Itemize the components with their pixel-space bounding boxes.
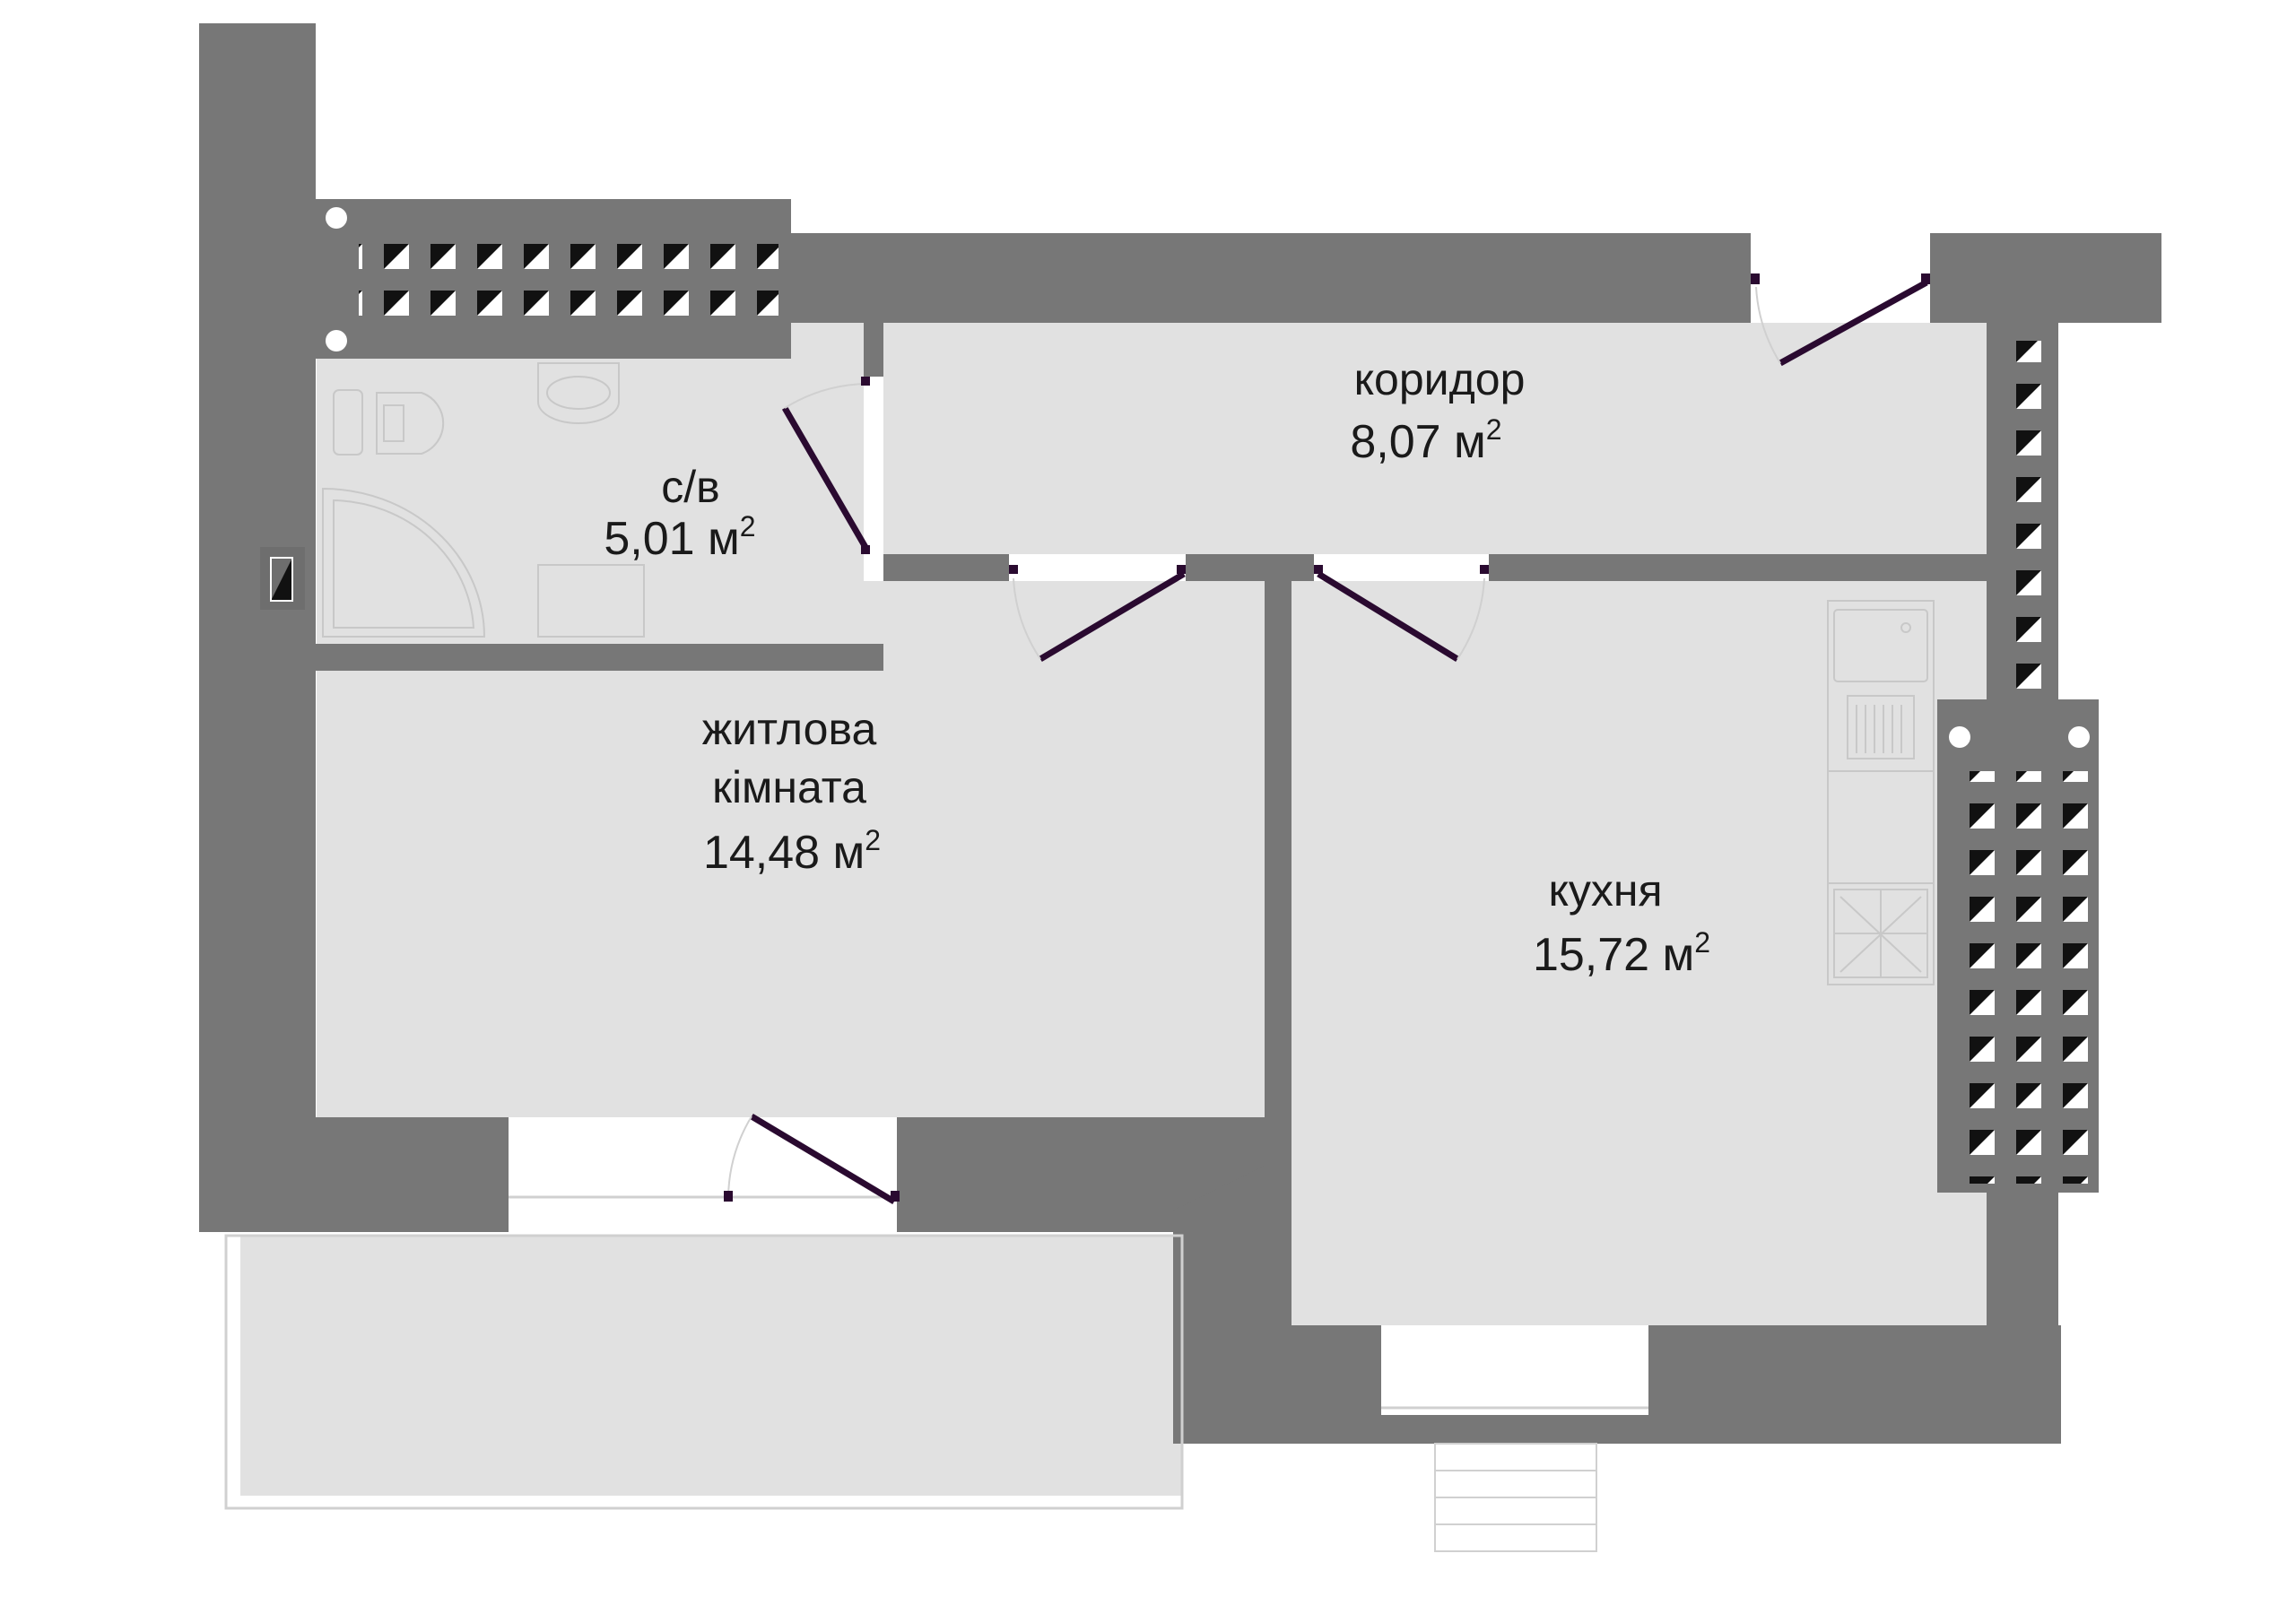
- hinge: [1751, 273, 1760, 284]
- corridor-area: 8,07 м2: [1350, 413, 1501, 468]
- kitchen-door-swing: [1457, 577, 1485, 660]
- sink: [537, 362, 620, 424]
- hinge: [891, 1191, 900, 1202]
- vent-small-left-mark: [271, 558, 292, 601]
- hinge: [724, 1191, 733, 1202]
- toilet-bowl: [376, 392, 445, 455]
- wall-kitchen-bottom-under-window: [1381, 1415, 1648, 1444]
- entry-door-leaf: [1779, 279, 1928, 367]
- hinge: [1177, 565, 1186, 574]
- kitchen-name: кухня: [1548, 865, 1662, 916]
- wall-bath-right: [864, 323, 883, 377]
- hinge: [1480, 565, 1489, 574]
- marker-circle: [1949, 726, 1970, 748]
- living-area-value: 14,48 м: [703, 827, 865, 879]
- wall-kitchen-bottom-right: [1648, 1325, 2061, 1444]
- marker-circle: [326, 207, 347, 229]
- kitchen-area: 15,72 м2: [1533, 926, 1710, 981]
- stove-diag: [1839, 896, 1922, 973]
- kitchen-door-leaf: [1317, 571, 1459, 662]
- wall-top-right: [1930, 233, 2161, 323]
- kitchen-sink: [1833, 609, 1928, 682]
- bathroom-fixtures: [322, 362, 645, 638]
- balcony-door-leaf: [750, 1113, 896, 1205]
- vent-shafts: [260, 233, 2099, 1193]
- floors: [240, 323, 1987, 1496]
- wall-markers: [326, 207, 2090, 748]
- corner-bathtub-inner: [333, 499, 475, 629]
- window-living: [509, 1117, 897, 1232]
- bathroom-area-sup: 2: [740, 510, 756, 542]
- balcony-door-swing: [727, 1115, 752, 1198]
- kitchen-floor: [1292, 581, 1987, 1325]
- wall-corridor-bottom-left: [883, 554, 1009, 581]
- toilet-seat: [383, 404, 404, 442]
- wall-corridor-bottom-right: [1489, 554, 1987, 581]
- vent-shaft-right-upper: [1998, 341, 2045, 699]
- hinge: [1921, 273, 1930, 284]
- kitchen-area-value: 15,72 м: [1533, 929, 1694, 981]
- bath-door-swing: [784, 383, 867, 409]
- marker-circle: [2068, 726, 2090, 748]
- corridor-area-value: 8,07 м: [1350, 416, 1485, 468]
- windows: [224, 1117, 1648, 1552]
- corridor-area-sup: 2: [1486, 413, 1502, 446]
- balcony-floor: [240, 1236, 1182, 1496]
- living-area-sup: 2: [865, 824, 881, 856]
- window-kitchen: [1381, 1325, 1648, 1415]
- hinge: [1009, 565, 1018, 574]
- bathroom-name: с/в: [661, 462, 719, 512]
- wall-right-lower: [1987, 1193, 2058, 1327]
- door-openings: [864, 233, 1930, 581]
- hinge: [861, 377, 870, 386]
- bathroom-area: 5,01 м2: [604, 510, 755, 565]
- doors: [727, 279, 1928, 1205]
- washing-machine: [537, 564, 645, 638]
- vent-shaft-top: [359, 233, 778, 326]
- marker-circle: [326, 330, 347, 352]
- vent-small-left-white: [270, 557, 293, 602]
- wall-top-corridor: [791, 233, 1751, 323]
- kitchen-area-sup: 2: [1694, 926, 1710, 959]
- room-labels: с/в 5,01 м2 коридор 8,07 м2 житлова кімн…: [604, 354, 1710, 981]
- wall-left-outer: [199, 23, 316, 1232]
- living-name-line2: кімната: [712, 762, 866, 812]
- corridor-name: коридор: [1354, 354, 1526, 404]
- vent-shaft-right-lower: [1952, 771, 2092, 1184]
- balcony-outline: [224, 1234, 1184, 1510]
- kitchen-door-gap: [1314, 554, 1489, 581]
- kitchen-counter: [1827, 600, 1935, 985]
- living-door-swing: [1013, 577, 1041, 660]
- kitchen-drainer: [1847, 695, 1915, 759]
- kitchen-fixtures: [1827, 600, 1935, 985]
- living-door-gap: [1009, 554, 1186, 581]
- sink-basin: [546, 376, 611, 410]
- bath-door-leaf: [781, 406, 870, 551]
- wall-kitchen-left-bevel: [1173, 1117, 1381, 1444]
- living-area: 14,48 м2: [703, 824, 881, 879]
- bath-door-gap: [864, 377, 883, 554]
- wall-corridor-bottom-mid: [1186, 554, 1314, 581]
- hinge: [861, 545, 870, 554]
- bathroom-area-value: 5,01 м: [604, 513, 739, 565]
- wall-bath-bottom: [316, 644, 883, 671]
- corridor-floor: [883, 323, 1987, 554]
- living-name-line1: житлова: [702, 704, 877, 754]
- entry-door-swing: [1755, 286, 1781, 364]
- entry-door-gap: [1751, 233, 1930, 323]
- wall-living-bottom-left: [316, 1117, 509, 1232]
- living-door-leaf: [1039, 570, 1186, 663]
- wall-partition: [1265, 581, 1292, 1117]
- kitchen-sink-drain: [1900, 622, 1911, 633]
- toilet-tank: [333, 389, 363, 456]
- corner-bathtub: [322, 487, 486, 638]
- door-hinges: [724, 273, 1930, 1202]
- hinge: [1314, 565, 1323, 574]
